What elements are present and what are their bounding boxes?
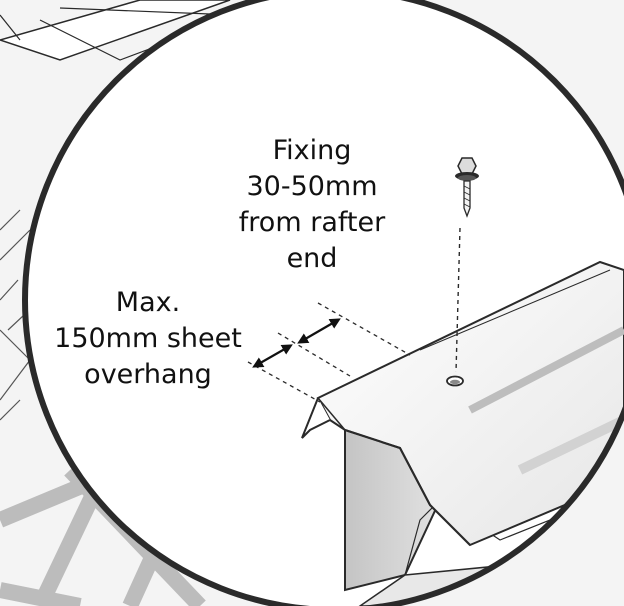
- magnifier-outline: [22, 0, 624, 606]
- fixing-label-line-3: from rafter: [238, 207, 386, 238]
- overhang-label: Max. 150mm sheet overhang: [28, 285, 268, 393]
- overhang-arrow: [252, 344, 293, 368]
- overhang-label-line-1: Max.: [115, 287, 181, 318]
- fixing-label-line-2: 30-50mm: [246, 171, 378, 202]
- fixing-distance-label: Fixing 30-50mm from rafter end: [214, 133, 410, 277]
- fixing-label-line-4: end: [286, 243, 338, 274]
- dimension-arrows: [252, 318, 341, 368]
- overhang-label-line-3: overhang: [84, 359, 212, 390]
- fixing-label-line-1: Fixing: [272, 135, 352, 166]
- self-drilling-screw-icon: [455, 157, 479, 218]
- dimension-extension-lines: [247, 302, 411, 403]
- overhang-label-line-2: 150mm sheet: [54, 323, 242, 354]
- screw-alignment-line: [455, 227, 461, 373]
- fixing-distance-arrow: [297, 318, 341, 344]
- fixing-hole-icon: [446, 375, 464, 387]
- roof-sheet: [301, 260, 624, 547]
